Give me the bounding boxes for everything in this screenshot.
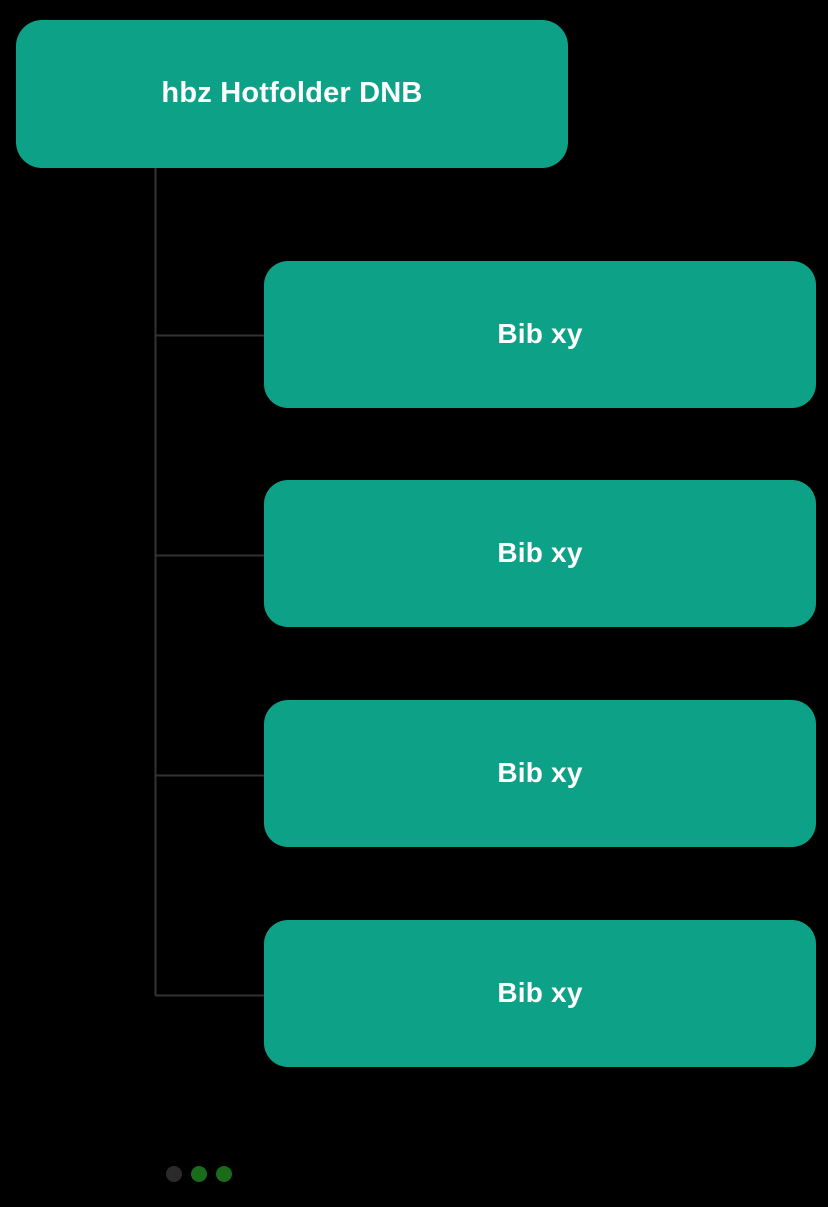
tree-node-child-3[interactable]: Bib xy [264, 700, 816, 847]
tree-node-child-1-label: Bib xy [497, 318, 583, 350]
pagination-dot-1[interactable] [166, 1166, 182, 1182]
pagination-dot-3[interactable] [216, 1166, 232, 1182]
pagination-dot-2[interactable] [191, 1166, 207, 1182]
tree-node-child-3-label: Bib xy [497, 757, 583, 789]
tree-node-child-2-label: Bib xy [497, 537, 583, 569]
tree-node-root[interactable]: hbz Hotfolder DNB [16, 20, 568, 168]
pagination-dots [166, 1166, 232, 1182]
tree-node-child-4-label: Bib xy [497, 977, 583, 1009]
tree-node-child-2[interactable]: Bib xy [264, 480, 816, 627]
tree-node-child-4[interactable]: Bib xy [264, 920, 816, 1067]
tree-node-root-label: hbz Hotfolder DNB [161, 77, 423, 110]
tree-node-child-1[interactable]: Bib xy [264, 261, 816, 408]
